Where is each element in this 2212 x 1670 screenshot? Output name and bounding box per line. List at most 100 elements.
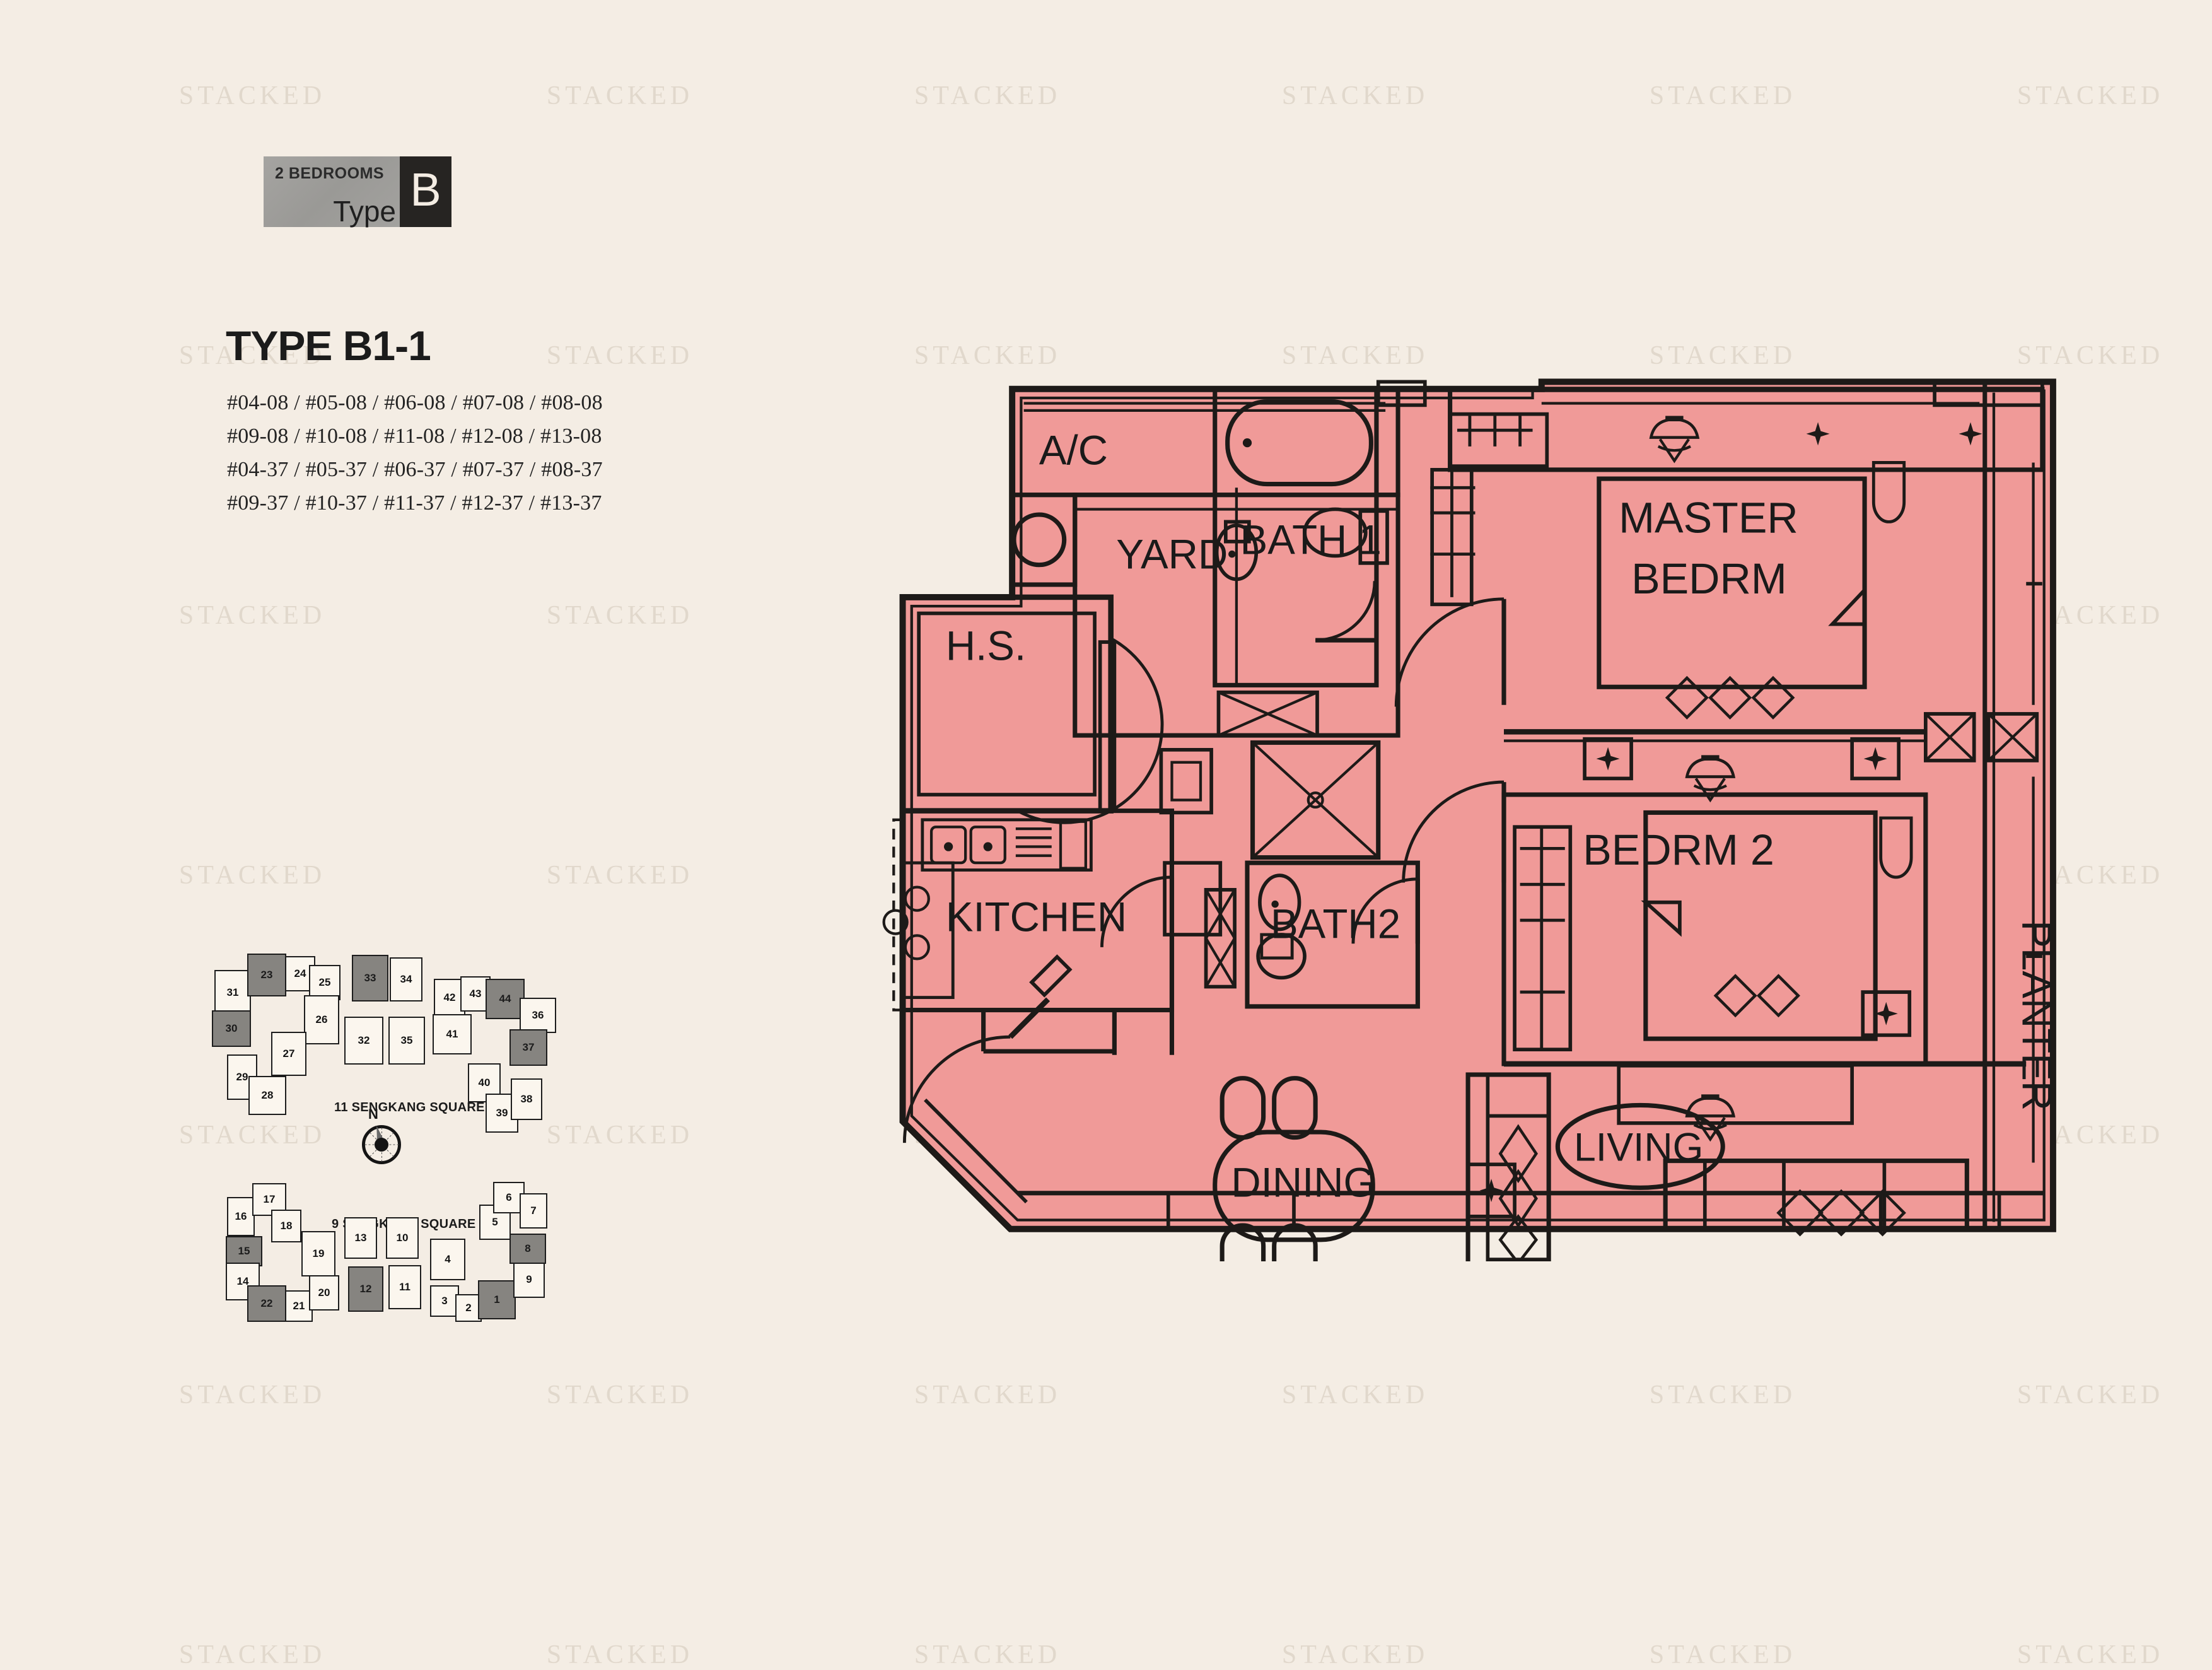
watermark-text: STACKED — [2017, 1640, 2164, 1669]
room-label-dining: DINING — [1231, 1160, 1375, 1206]
key-plan-block-number: 35 — [400, 1034, 413, 1046]
key-plan-block-number: 24 — [294, 967, 306, 979]
key-plan-block-number: 30 — [225, 1022, 238, 1034]
key-plan-block-number: 26 — [315, 1013, 328, 1025]
key-plan-block-number: 43 — [469, 988, 482, 1000]
key-plan-block-number: 25 — [318, 976, 331, 988]
watermark-text: STACKED — [178, 1640, 326, 1669]
key-plan-block[interactable]: 28 — [248, 1076, 286, 1115]
key-plan-block[interactable]: 3 — [430, 1285, 459, 1317]
key-plan-block-number: 28 — [261, 1089, 274, 1101]
key-plan-block-number: 31 — [226, 986, 239, 998]
key-plan-block-number: 9 — [526, 1273, 532, 1285]
key-plan-block[interactable]: 19 — [301, 1231, 335, 1276]
key-plan-block-number: 2 — [465, 1302, 472, 1314]
key-plan-block[interactable]: 11 — [388, 1265, 421, 1309]
key-plan-block[interactable]: 31 — [214, 970, 251, 1015]
key-plan-block[interactable]: 38 — [511, 1078, 542, 1120]
key-plan-block[interactable]: 32 — [344, 1017, 383, 1065]
key-plan-block-number: 16 — [235, 1210, 247, 1222]
key-plan-block[interactable]: 2 — [455, 1294, 482, 1322]
key-plan-block-number: 36 — [532, 1009, 544, 1021]
unit-line: #04-37 / #05-37 / #06-37 / #07-37 / #08-… — [227, 458, 603, 481]
key-plan-block-number: 32 — [358, 1034, 370, 1046]
unit-list: #04-08 / #05-08 / #06-08 / #07-08 / #08-… — [227, 391, 603, 525]
key-plan-block[interactable]: 26 — [304, 995, 339, 1044]
key-plan-block-number: 33 — [364, 972, 376, 984]
key-plan-block-number: 23 — [260, 969, 273, 981]
floor-plan-svg: A/C YARD H.S. — [882, 378, 2060, 1261]
key-plan-block[interactable]: 10 — [386, 1217, 419, 1259]
watermark-text: STACKED — [1281, 1381, 1429, 1410]
unit-line: #04-08 / #05-08 / #06-08 / #07-08 / #08-… — [227, 391, 603, 414]
key-plan-block-number: 11 — [399, 1281, 410, 1293]
key-plan-block-number: 29 — [236, 1071, 248, 1083]
watermark-text: STACKED — [178, 81, 326, 110]
key-plan-block-highlighted[interactable]: 23 — [247, 954, 286, 996]
key-plan-block[interactable]: 41 — [433, 1014, 472, 1054]
key-plan-block-number: 15 — [238, 1245, 250, 1257]
room-label-bath1: BATH 1 — [1240, 517, 1382, 563]
room-label-master-line1: MASTER — [1619, 494, 1798, 542]
key-plan-block[interactable]: 17 — [252, 1183, 286, 1216]
watermark-text: STACKED — [1649, 1640, 1796, 1669]
key-plan-block-highlighted[interactable]: 33 — [352, 955, 388, 1001]
key-plan-address-label: 11 SENGKANG SQUARE — [334, 1101, 485, 1114]
compass-spoke — [381, 1145, 382, 1164]
watermark-text: STACKED — [546, 861, 694, 890]
key-plan-block[interactable]: 34 — [390, 957, 422, 1001]
key-plan-block[interactable]: 16 — [227, 1197, 255, 1236]
outer-wall-inner-line — [910, 389, 2046, 1222]
key-plan-block[interactable]: 9 — [513, 1261, 545, 1298]
key-plan-block[interactable]: 20 — [309, 1275, 339, 1311]
key-plan-block-highlighted[interactable]: 15 — [226, 1236, 262, 1266]
key-plan-block[interactable]: 27 — [271, 1032, 306, 1076]
key-plan-block[interactable]: 21 — [285, 1290, 313, 1322]
key-plan-block-highlighted[interactable]: 44 — [486, 979, 525, 1019]
page-title: TYPE B1-1 — [226, 322, 431, 369]
key-plan-block-highlighted[interactable]: 8 — [509, 1234, 546, 1264]
watermark-text: STACKED — [2017, 1381, 2164, 1410]
watermark-text: STACKED — [1649, 1381, 1796, 1410]
key-plan-block-number: 42 — [443, 991, 456, 1003]
key-plan-block-number: 44 — [499, 993, 511, 1005]
key-plan-block-number: 5 — [492, 1216, 498, 1228]
type-word-label: Type — [333, 195, 396, 228]
watermark-text: STACKED — [546, 601, 694, 630]
key-plan-block[interactable]: 7 — [520, 1193, 547, 1229]
key-plan-block-highlighted[interactable]: 12 — [348, 1266, 383, 1312]
bath2-walls — [1245, 860, 1420, 1009]
service-shafts — [1159, 740, 1381, 989]
room-label-bedrm2: BEDRM 2 — [1583, 826, 1774, 874]
key-plan-block[interactable]: 35 — [388, 1017, 425, 1065]
key-plan-block[interactable]: 18 — [271, 1210, 301, 1242]
unit-fill-2 — [902, 382, 2053, 1229]
watermark-text: STACKED — [546, 1640, 694, 1669]
dining-set — [1213, 1076, 1375, 1261]
key-plan-block[interactable]: 4 — [430, 1239, 465, 1280]
key-plan-block[interactable]: 36 — [520, 998, 556, 1033]
key-plan-block-number: 12 — [359, 1283, 372, 1295]
key-plan-block[interactable]: 6 — [493, 1182, 525, 1213]
compass-hub — [375, 1138, 388, 1152]
key-plan-block-number: 8 — [525, 1242, 531, 1254]
watermark-text: STACKED — [914, 1381, 1061, 1410]
key-plan-block-highlighted[interactable]: 22 — [247, 1285, 286, 1322]
key-plan-block-number: 39 — [496, 1107, 508, 1119]
bedrooms-label: 2 BEDROOMS — [275, 165, 385, 182]
watermark-text: STACKED — [1281, 1640, 1429, 1669]
type-badge-grey-panel: 2 BEDROOMS Type — [264, 156, 400, 227]
bottom-sill — [1017, 1191, 2044, 1231]
living-label-ellipse — [1555, 1102, 1725, 1190]
bedroom2-walls — [1402, 755, 2027, 1139]
key-plan-block-number: 3 — [441, 1295, 448, 1307]
key-plan-block-highlighted[interactable]: 30 — [212, 1010, 251, 1047]
key-plan-block-number: 7 — [530, 1205, 537, 1217]
key-plan-block-highlighted[interactable]: 37 — [509, 1029, 547, 1066]
key-plan-block[interactable]: 13 — [344, 1217, 377, 1259]
key-plan-block-number: 10 — [396, 1232, 409, 1244]
watermark-text: STACKED — [178, 861, 326, 890]
key-plan-block-number: 34 — [400, 973, 412, 985]
room-label-bath2: BATH2 — [1271, 901, 1400, 947]
key-plan-block-highlighted[interactable]: 1 — [478, 1280, 516, 1319]
